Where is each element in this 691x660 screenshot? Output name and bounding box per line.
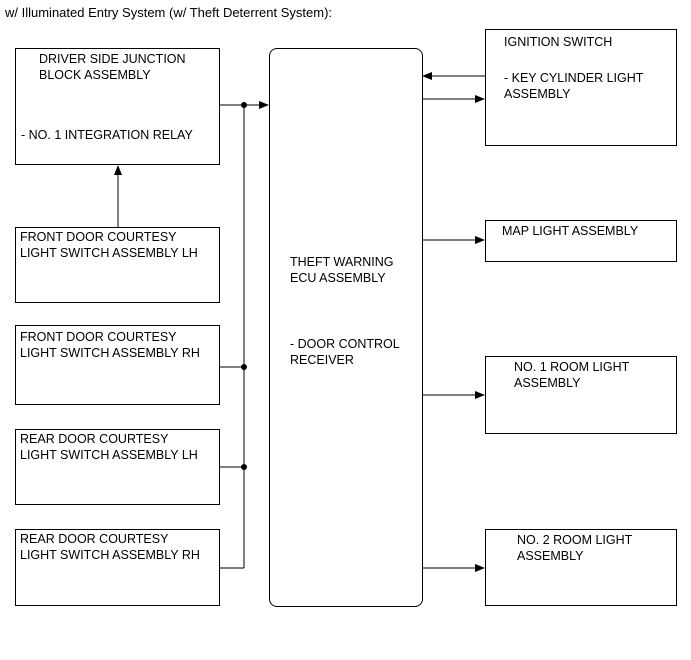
junction-dot [241, 102, 247, 108]
diagram-title: w/ Illuminated Entry System (w/ Theft De… [5, 5, 333, 20]
ignition-switch: IGNITION SWITCH - KEY CYLINDER LIGHT ASS… [485, 29, 677, 146]
block-label: FRONT DOOR COURTESY LIGHT SWITCH ASSEMBL… [20, 230, 198, 260]
block-sublabel: - KEY CYLINDER LIGHT ASSEMBLY [504, 71, 644, 101]
driver-side-junction-block: DRIVER SIDE JUNCTION BLOCK ASSEMBLY - NO… [15, 48, 220, 165]
block-label: NO. 1 ROOM LIGHT ASSEMBLY [514, 360, 630, 390]
block-label: IGNITION SWITCH [504, 35, 613, 49]
block-sublabel: - DOOR CONTROL RECEIVER [290, 337, 400, 367]
block-sublabel: - NO. 1 INTEGRATION RELAY [21, 128, 193, 142]
map-light-assembly: MAP LIGHT ASSEMBLY [485, 220, 677, 262]
block-label: DRIVER SIDE JUNCTION BLOCK ASSEMBLY [39, 52, 186, 82]
block-label: REAR DOOR COURTESY LIGHT SWITCH ASSEMBLY… [20, 532, 200, 562]
block-label: THEFT WARNING ECU ASSEMBLY [290, 255, 394, 285]
front-door-courtesy-switch-lh: FRONT DOOR COURTESY LIGHT SWITCH ASSEMBL… [15, 227, 220, 303]
junction-dot [241, 364, 247, 370]
no2-room-light-assembly: NO. 2 ROOM LIGHT ASSEMBLY [485, 529, 677, 606]
junction-dot [241, 464, 247, 470]
theft-warning-ecu: THEFT WARNING ECU ASSEMBLY - DOOR CONTRO… [269, 48, 423, 607]
block-label: MAP LIGHT ASSEMBLY [502, 224, 639, 238]
front-door-courtesy-switch-rh: FRONT DOOR COURTESY LIGHT SWITCH ASSEMBL… [15, 325, 220, 405]
block-label: FRONT DOOR COURTESY LIGHT SWITCH ASSEMBL… [20, 330, 200, 360]
no1-room-light-assembly: NO. 1 ROOM LIGHT ASSEMBLY [485, 356, 677, 434]
block-label: REAR DOOR COURTESY LIGHT SWITCH ASSEMBLY… [20, 432, 198, 462]
rear-door-courtesy-switch-rh: REAR DOOR COURTESY LIGHT SWITCH ASSEMBLY… [15, 529, 220, 606]
rear-door-courtesy-switch-lh: REAR DOOR COURTESY LIGHT SWITCH ASSEMBLY… [15, 429, 220, 505]
block-label: NO. 2 ROOM LIGHT ASSEMBLY [517, 533, 633, 563]
